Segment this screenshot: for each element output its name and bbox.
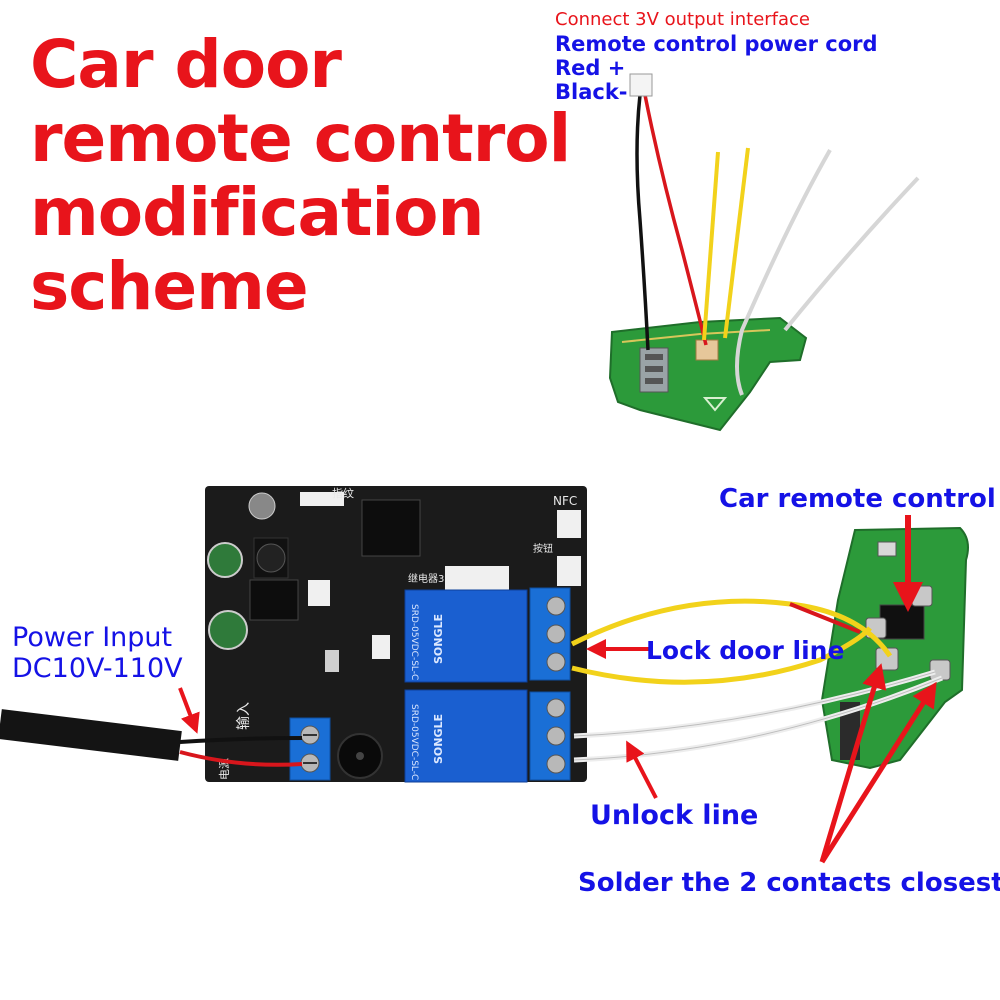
arrow-power-input: [178, 687, 200, 734]
capacitor-2: [208, 610, 248, 650]
relay-2-model: SRD-05VDC-SL-C: [409, 704, 419, 780]
title-line-4: scheme: [30, 248, 309, 325]
page-title: Car door remote control modification sch…: [30, 26, 571, 325]
silk-button: 按钮: [533, 542, 553, 555]
header-nfc: [557, 510, 581, 538]
silk-input: 输入: [236, 702, 252, 730]
small-pcb-solder-pad: [695, 339, 719, 361]
relay-2-brand: SONGLE: [432, 714, 445, 764]
car-remote-ic: [879, 604, 925, 640]
header-p4: [308, 580, 330, 606]
white-wire-1: [735, 149, 832, 396]
cable-jacket: [0, 709, 182, 761]
arrow-unlock-line: [626, 740, 658, 799]
white-wire-2: [783, 176, 920, 332]
small-remote-pcb-photo: [608, 73, 920, 432]
silk-fingerprint: 指纹: [332, 486, 354, 500]
header-relay3: [445, 566, 509, 590]
title-line-2: remote control: [30, 100, 571, 177]
switch-top: [911, 585, 933, 607]
yellow-wire-2: [723, 147, 750, 339]
mcu-chip: [361, 499, 421, 557]
relay-controller-board: SRD-05VDC-SL-C SONGLE SRD-05VDC-SL-C SON…: [205, 486, 587, 783]
label-car-remote: Car remote control: [719, 484, 996, 514]
power-input-line-2: DC10V-110V: [12, 653, 183, 684]
power-cord-note: Connect 3V output interface Remote contr…: [555, 8, 878, 104]
capacitor-3: [248, 492, 276, 520]
silk-nfc: NFC: [553, 494, 577, 508]
relay-1-model: SRD-05VDC-SL-C: [409, 604, 419, 680]
cable-red-lead: [179, 750, 303, 767]
yellow-lock-wire-2: [571, 626, 872, 685]
capacitor-1: [207, 542, 243, 578]
red-short-wire: [789, 602, 861, 634]
blue-labels: Car remote control Lock door line Unlock…: [578, 484, 1000, 898]
yellow-wire-1: [702, 151, 720, 341]
relay-2: [404, 689, 528, 783]
note-line-1: Connect 3V output interface: [555, 9, 811, 30]
red-wire: [643, 94, 708, 346]
silk-relay3: 继电器3: [408, 572, 444, 585]
arrow-solder-left: [819, 663, 887, 863]
black-wire: [635, 94, 650, 351]
title-line-3: modification: [30, 174, 484, 251]
annotation-arrows: [178, 515, 937, 864]
title-line-1: Car door: [30, 26, 342, 103]
ic-chip-2: [249, 579, 299, 621]
header-fingerprint: [300, 492, 344, 506]
note-line-2: Remote control power cord: [555, 32, 878, 56]
label-lock-line: Lock door line: [646, 636, 844, 665]
arrow-solder-right: [819, 681, 937, 864]
power-input-line-1: Power Input: [12, 622, 173, 653]
power-input-label: Power Input DC10V-110V: [12, 622, 183, 684]
label-unlock-line: Unlock line: [590, 800, 758, 831]
cable-black-lead: [179, 736, 303, 744]
header-button: [557, 556, 581, 586]
yellow-lock-wire-1: [570, 598, 893, 658]
tact-button: [325, 650, 339, 672]
note-line-3: Red +: [555, 56, 626, 80]
relay-1-brand: SONGLE: [432, 614, 445, 664]
power-cable: [0, 709, 303, 767]
header-p5: [372, 635, 390, 659]
label-solder: Solder the 2 contacts closest: [578, 868, 1000, 898]
relay-1: [404, 589, 528, 683]
jst-connector: [629, 73, 653, 97]
car-remote-component: [877, 541, 897, 557]
note-line-4: Black-: [555, 80, 628, 104]
small-pcb-board: [608, 316, 808, 432]
